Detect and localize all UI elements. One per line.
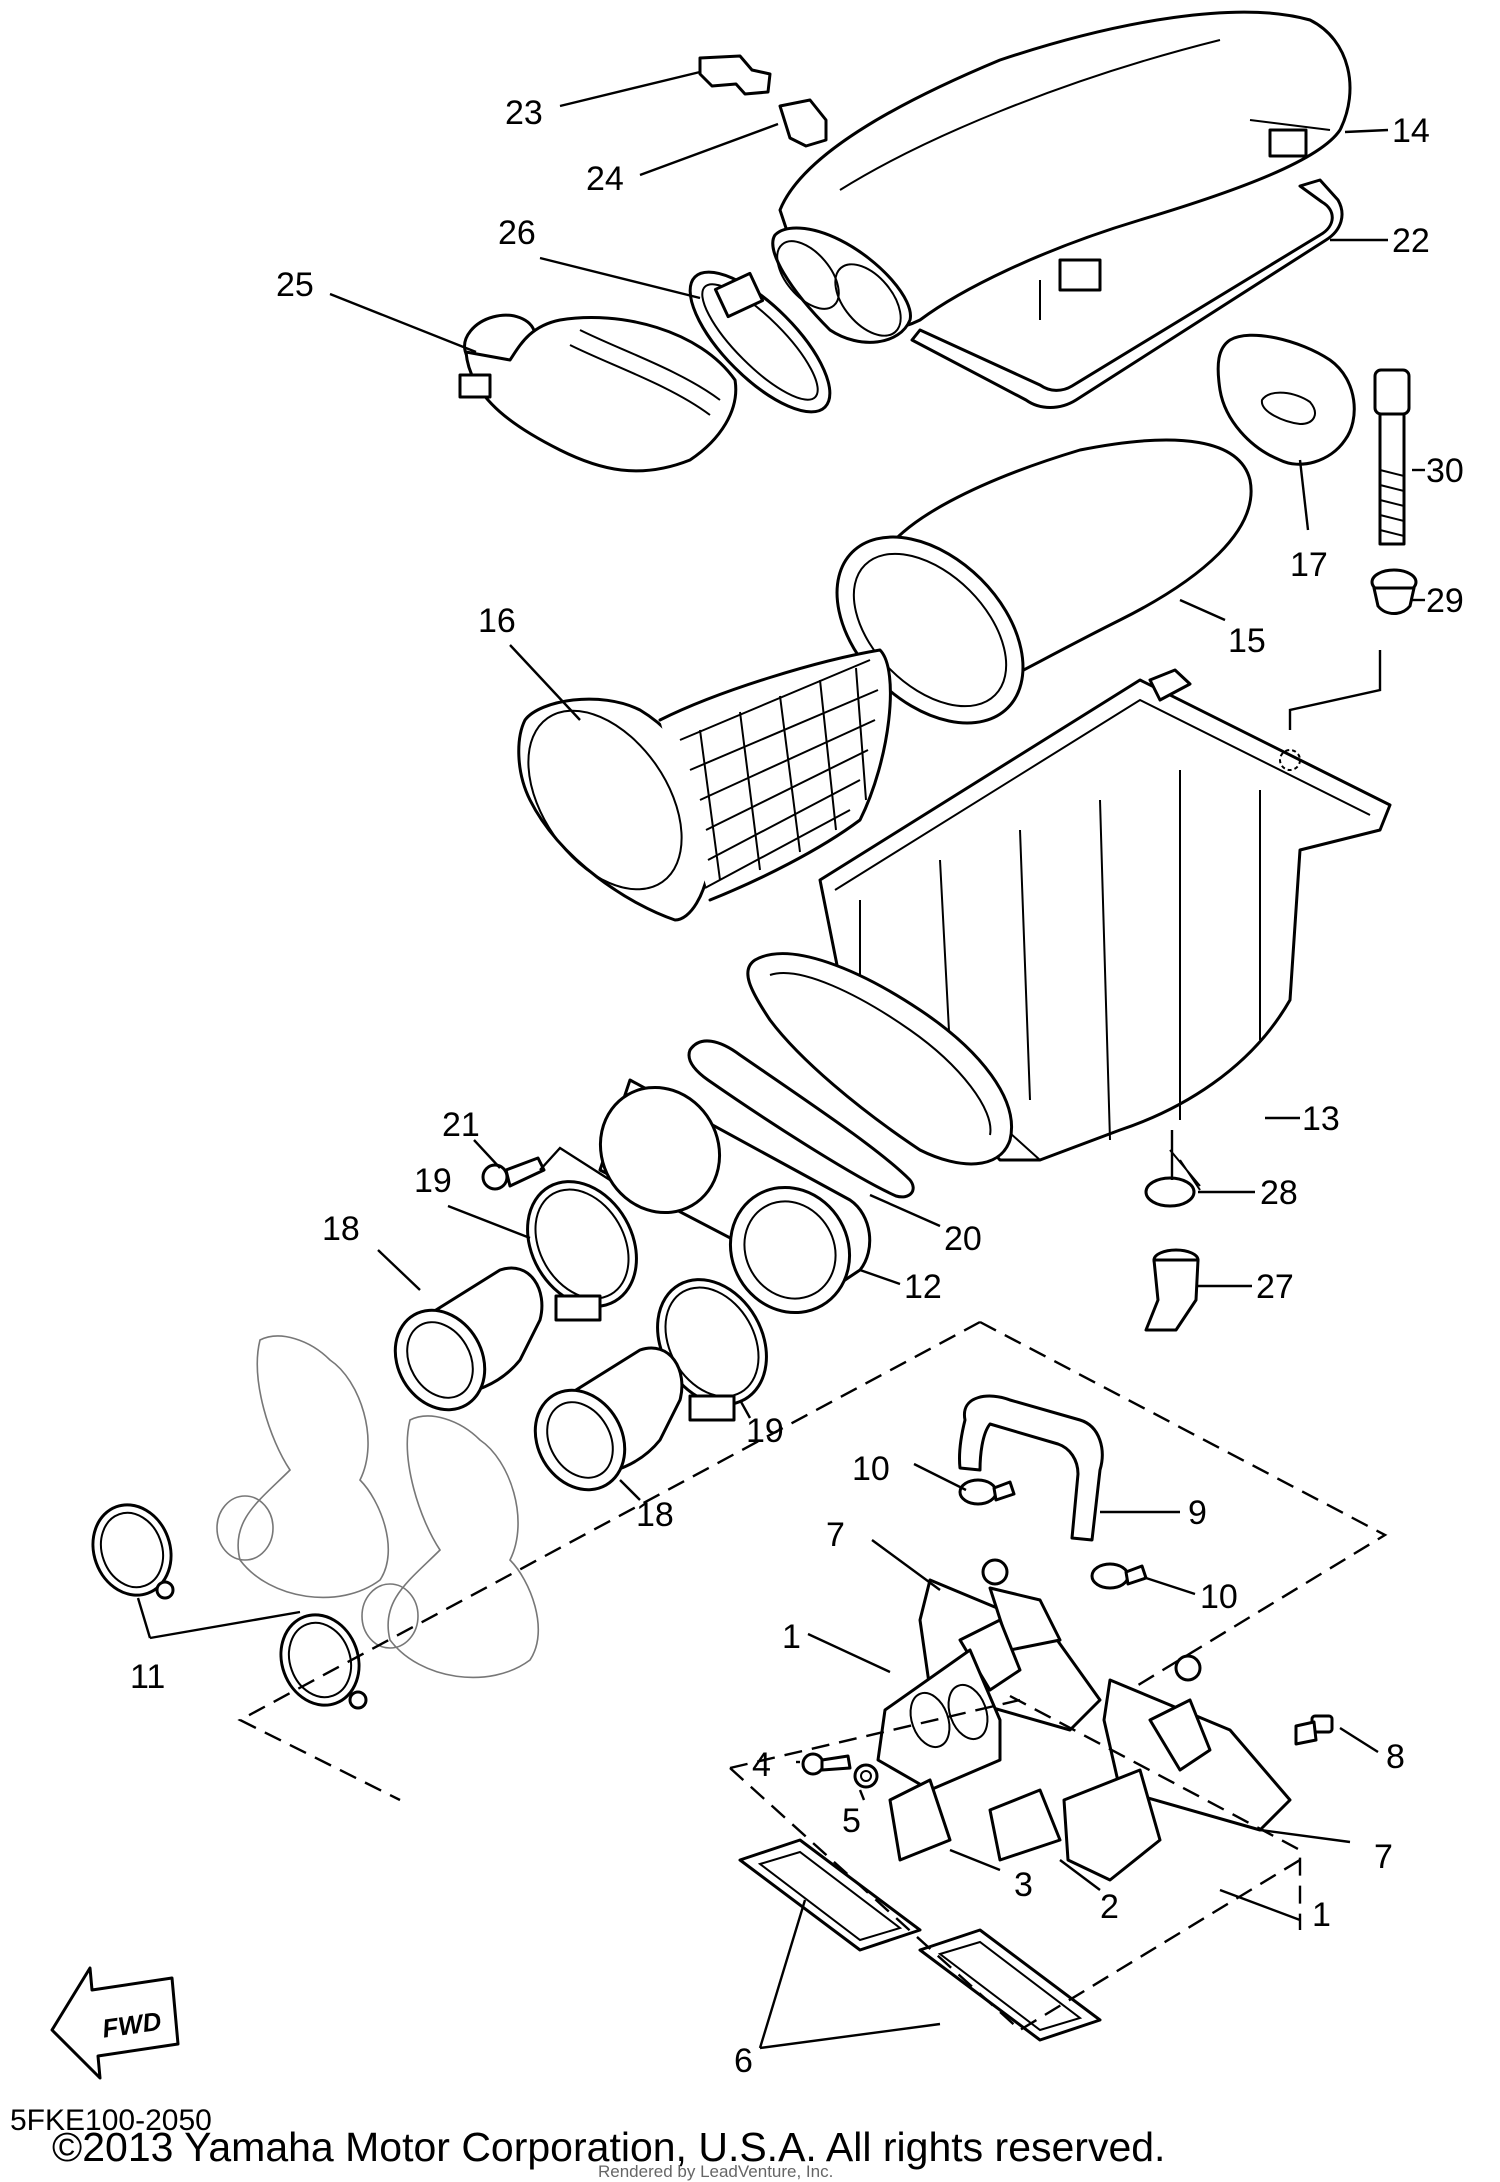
callout-3: 3 [1014,1866,1033,1904]
part-carb-joint-18-lower [533,1346,684,1492]
part-clip-28 [1144,1149,1201,1208]
part-gasket-6 [738,1838,1102,2042]
callout-6: 6 [734,2042,753,2080]
callout-9: 9 [1188,1494,1207,1532]
callout-19-upper: 19 [414,1162,452,1200]
callout-18-lower: 18 [636,1496,674,1534]
callout-1-upper: 1 [782,1618,801,1656]
part-screw-21 [481,1156,546,1191]
callout-26: 26 [498,214,536,252]
part-rubber-17 [1216,333,1356,466]
callout-1-lower: 1 [1312,1896,1331,1934]
callout-7-upper: 7 [826,1516,845,1554]
part-clamp-10-upper [958,1478,1016,1506]
callout-23: 23 [505,94,543,132]
part-gasket-22 [910,178,1344,409]
part-clamp-10-lower [1090,1562,1148,1590]
callout-30: 30 [1426,452,1464,490]
callout-25: 25 [276,266,314,304]
leader-lines [136,70,1425,2050]
part-clip-24 [778,98,828,148]
render-credit: Rendered by LeadVenture, Inc. [598,2162,834,2181]
callout-27: 27 [1256,1268,1294,1306]
part-carb-joint-18-upper [393,1266,544,1412]
part-reed-plates [888,1768,1162,1882]
part-screw-4 [801,1752,852,1776]
part-clamp-11 [91,1503,368,1710]
callout-10-upper: 10 [852,1450,890,1488]
part-joint-12 [598,1078,872,1315]
part-clamp-19-upper [526,1180,638,1322]
assembly-boundary [237,1320,1388,2032]
part-airbox-13 [746,668,1392,1166]
callout-11: 11 [130,1658,165,1696]
callout-22: 22 [1392,222,1430,260]
part-washer-5 [853,1763,879,1789]
callout-12: 12 [904,1268,942,1306]
part-grommet-29 [1370,568,1418,615]
callout-24: 24 [586,160,624,198]
ghost-carburetors [216,1335,540,1679]
part-drain-27 [1144,1248,1200,1332]
part-bolt-8 [1294,1714,1334,1746]
callout-29: 29 [1426,582,1464,620]
callout-20: 20 [944,1220,982,1258]
callout-28: 28 [1260,1174,1298,1212]
callout-16: 16 [478,602,516,640]
part-clamp-26 [688,270,832,414]
callout-numbers: 23 24 14 22 26 25 30 17 29 15 16 13 21 1… [130,94,1464,2080]
part-filter-cage-16 [517,648,892,922]
copyright-notice: ©2013 Yamaha Motor Corporation, U.S.A. A… [52,2124,1166,2170]
diagram-code: 5FKE100-2050 [10,2104,212,2137]
fwd-arrow-icon: FWD [50,1966,180,2080]
callout-21: 21 [442,1106,480,1144]
callout-13: 13 [1302,1100,1340,1138]
callout-4: 4 [752,1746,771,1784]
callout-2: 2 [1100,1888,1119,1926]
part-bolt-30 [1373,368,1411,546]
callout-8: 8 [1386,1738,1405,1776]
callout-18-upper: 18 [322,1210,360,1248]
part-airbox-cover-14 [771,10,1352,344]
callout-15: 15 [1228,622,1266,660]
part-gasket-20 [687,1039,915,1199]
callout-14: 14 [1392,112,1430,150]
part-reed-valve-1 [876,1648,1002,1792]
callout-17: 17 [1290,546,1328,584]
callout-10-lower: 10 [1200,1578,1238,1616]
callout-7-lower: 7 [1374,1838,1393,1876]
callout-5: 5 [842,1802,861,1840]
part-hose-9 [958,1394,1104,1542]
part-intake-duct-25 [458,313,738,473]
part-clip-23 [698,54,772,96]
callout-19-lower: 19 [746,1412,784,1450]
